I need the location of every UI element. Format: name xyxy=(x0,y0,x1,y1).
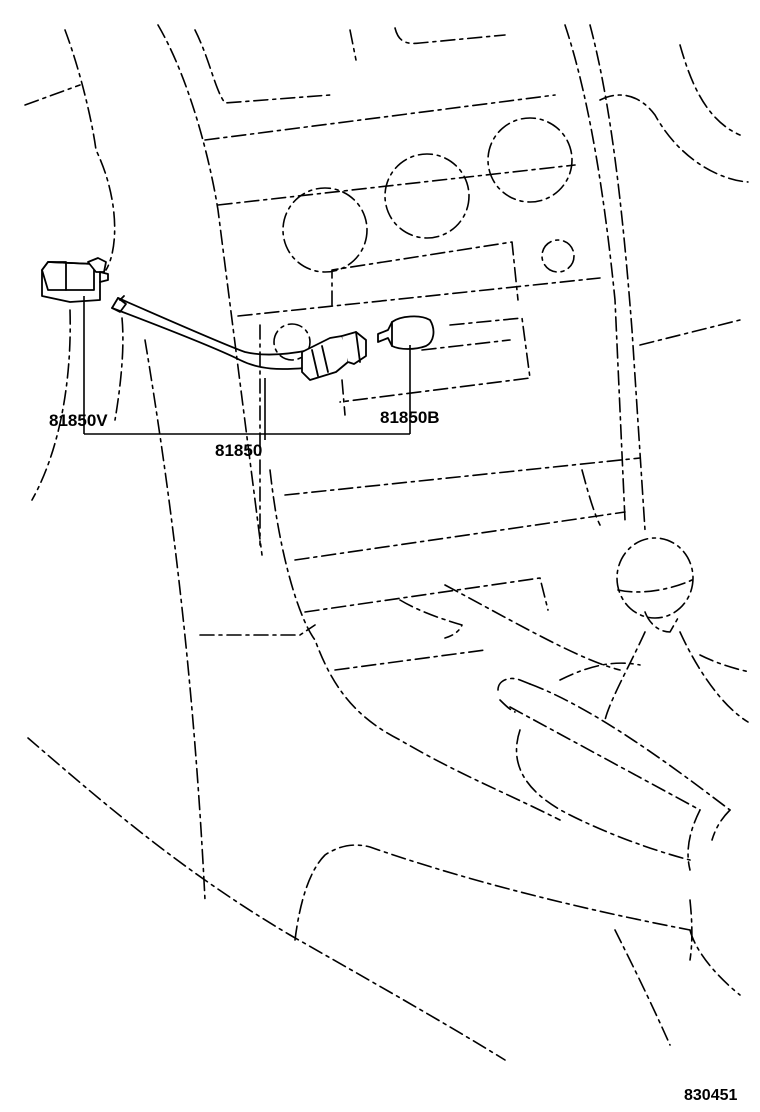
callout-bracket xyxy=(83,296,411,440)
callout-81850b: 81850B xyxy=(380,408,440,427)
figure-number: 830451 xyxy=(684,1087,737,1104)
callout-81850v: 81850V xyxy=(49,411,108,430)
bulb-socket xyxy=(301,331,367,381)
wire-harness xyxy=(111,295,311,370)
callout-81850: 81850 xyxy=(215,441,262,460)
console-outline xyxy=(24,24,751,1061)
socket-connector xyxy=(41,257,109,303)
wedge-bulb xyxy=(377,315,435,350)
